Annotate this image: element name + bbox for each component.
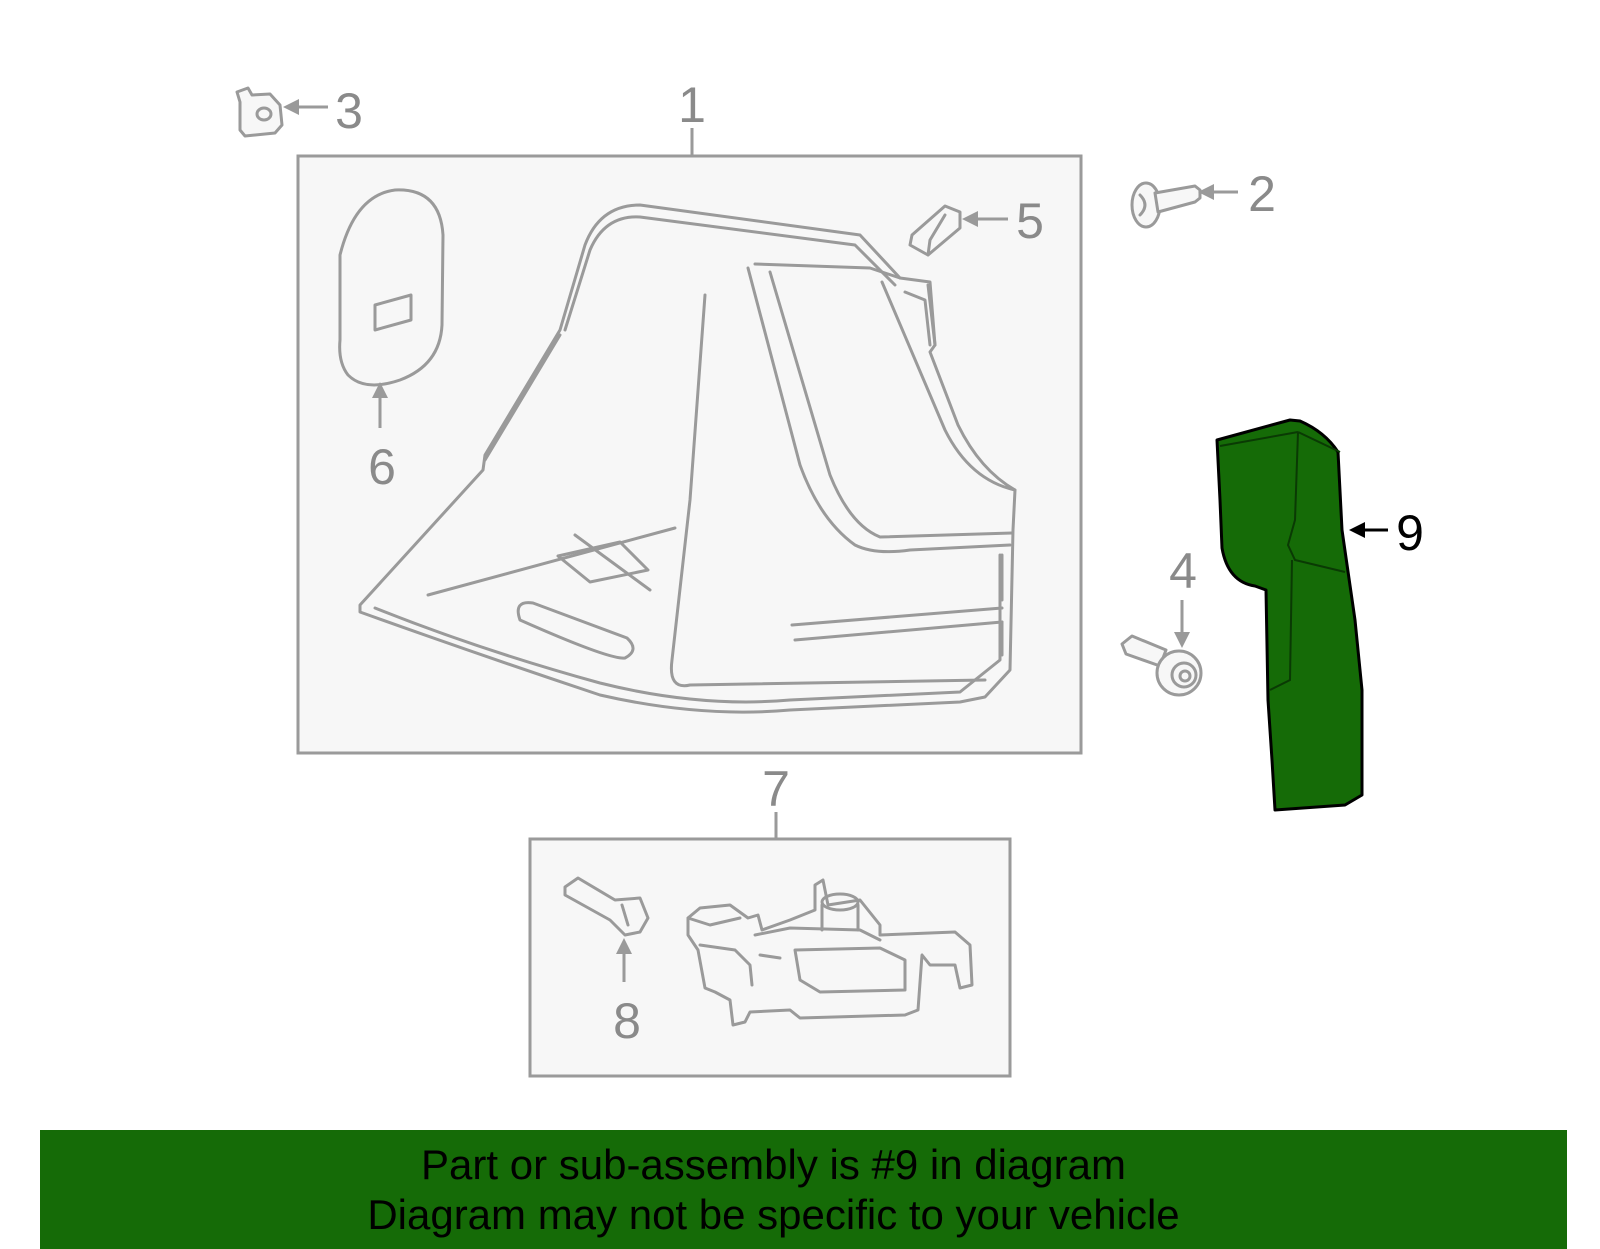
callout-1: 1: [678, 77, 706, 133]
part-8-screw: [563, 876, 650, 937]
callout-4: 4: [1169, 543, 1197, 599]
callout-7: 7: [762, 761, 790, 817]
arrow-4: [1174, 632, 1190, 648]
part-5-clip: [908, 204, 962, 257]
part-3-clip-nut: [235, 86, 284, 138]
part-4-bolt: [1120, 634, 1203, 697]
part-6-cover: [338, 188, 445, 387]
callout-6: 6: [368, 439, 396, 495]
banner-line-1: Part or sub-assembly is #9 in diagram: [421, 1140, 1126, 1188]
info-banner: Part or sub-assembly is #9 in diagram Di…: [40, 1130, 1567, 1249]
part-7-socket-harness: [686, 878, 974, 1027]
arrow-8: [616, 938, 632, 954]
arrow-2: [1198, 184, 1214, 200]
callout-5: 5: [1016, 193, 1044, 249]
arrow-3: [283, 99, 299, 115]
callout-2: 2: [1248, 166, 1276, 222]
part-9-highlighted-cover: [1215, 418, 1364, 812]
part-2-push-rivet: [1130, 181, 1202, 229]
arrow-5: [962, 211, 978, 227]
arrow-6: [372, 382, 388, 398]
callout-3: 3: [335, 83, 363, 139]
callout-8: 8: [613, 993, 641, 1049]
banner-line-2: Diagram may not be specific to your vehi…: [367, 1190, 1180, 1238]
tail-lamp-assembly: [358, 203, 1017, 714]
callout-9: 9: [1396, 505, 1424, 561]
arrow-9: [1349, 522, 1365, 538]
